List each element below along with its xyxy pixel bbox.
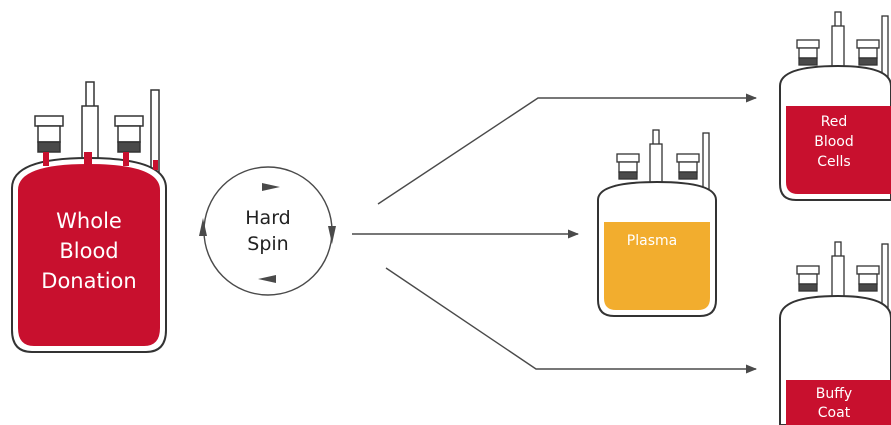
arrow-to-buffy-coat <box>385 267 758 374</box>
spin-arrow-right <box>328 226 336 244</box>
spin-label-line-2: Spin <box>247 233 288 255</box>
whole-blood-label-line-3: Donation <box>41 269 136 293</box>
plasma-bag-ports <box>616 129 710 192</box>
buffy-coat-bag: Buffy Coat <box>779 241 891 425</box>
spin-arrow-left <box>199 218 207 236</box>
whole-blood-label-line-1: Whole <box>56 209 122 233</box>
red-blood-cells-bag: Red Blood Cells <box>779 11 891 201</box>
red-blood-cells-label-line-3: Cells <box>817 154 850 170</box>
red-blood-cells-label-line-1: Red <box>821 114 848 130</box>
buffy-coat-bag-ports <box>796 241 889 309</box>
whole-blood-port-stems <box>43 152 158 170</box>
red-blood-cells-bag-ports <box>796 11 889 79</box>
buffy-coat-fill <box>786 380 891 425</box>
buffy-coat-label-line-1: Buffy <box>816 386 852 402</box>
hard-spin-cycle: Hard Spin <box>199 166 336 296</box>
plasma-label: Plasma <box>627 233 677 249</box>
buffy-coat-label-line-2: Coat <box>818 405 851 421</box>
plasma-bag: Plasma <box>597 129 717 317</box>
plasma-fill <box>604 222 710 310</box>
red-blood-cells-label-line-2: Blood <box>814 134 854 150</box>
whole-blood-label-line-2: Blood <box>59 239 118 263</box>
separation-arrows <box>352 93 758 374</box>
spin-label-line-1: Hard <box>245 207 290 229</box>
red-blood-cells-fill <box>786 106 891 194</box>
spin-arrow-top <box>262 183 280 191</box>
arrow-to-red-blood-cells <box>377 93 758 205</box>
whole-blood-fill <box>18 164 160 346</box>
whole-blood-bag: Whole Blood Donation <box>11 81 167 353</box>
spin-arrow-bottom <box>258 275 276 283</box>
